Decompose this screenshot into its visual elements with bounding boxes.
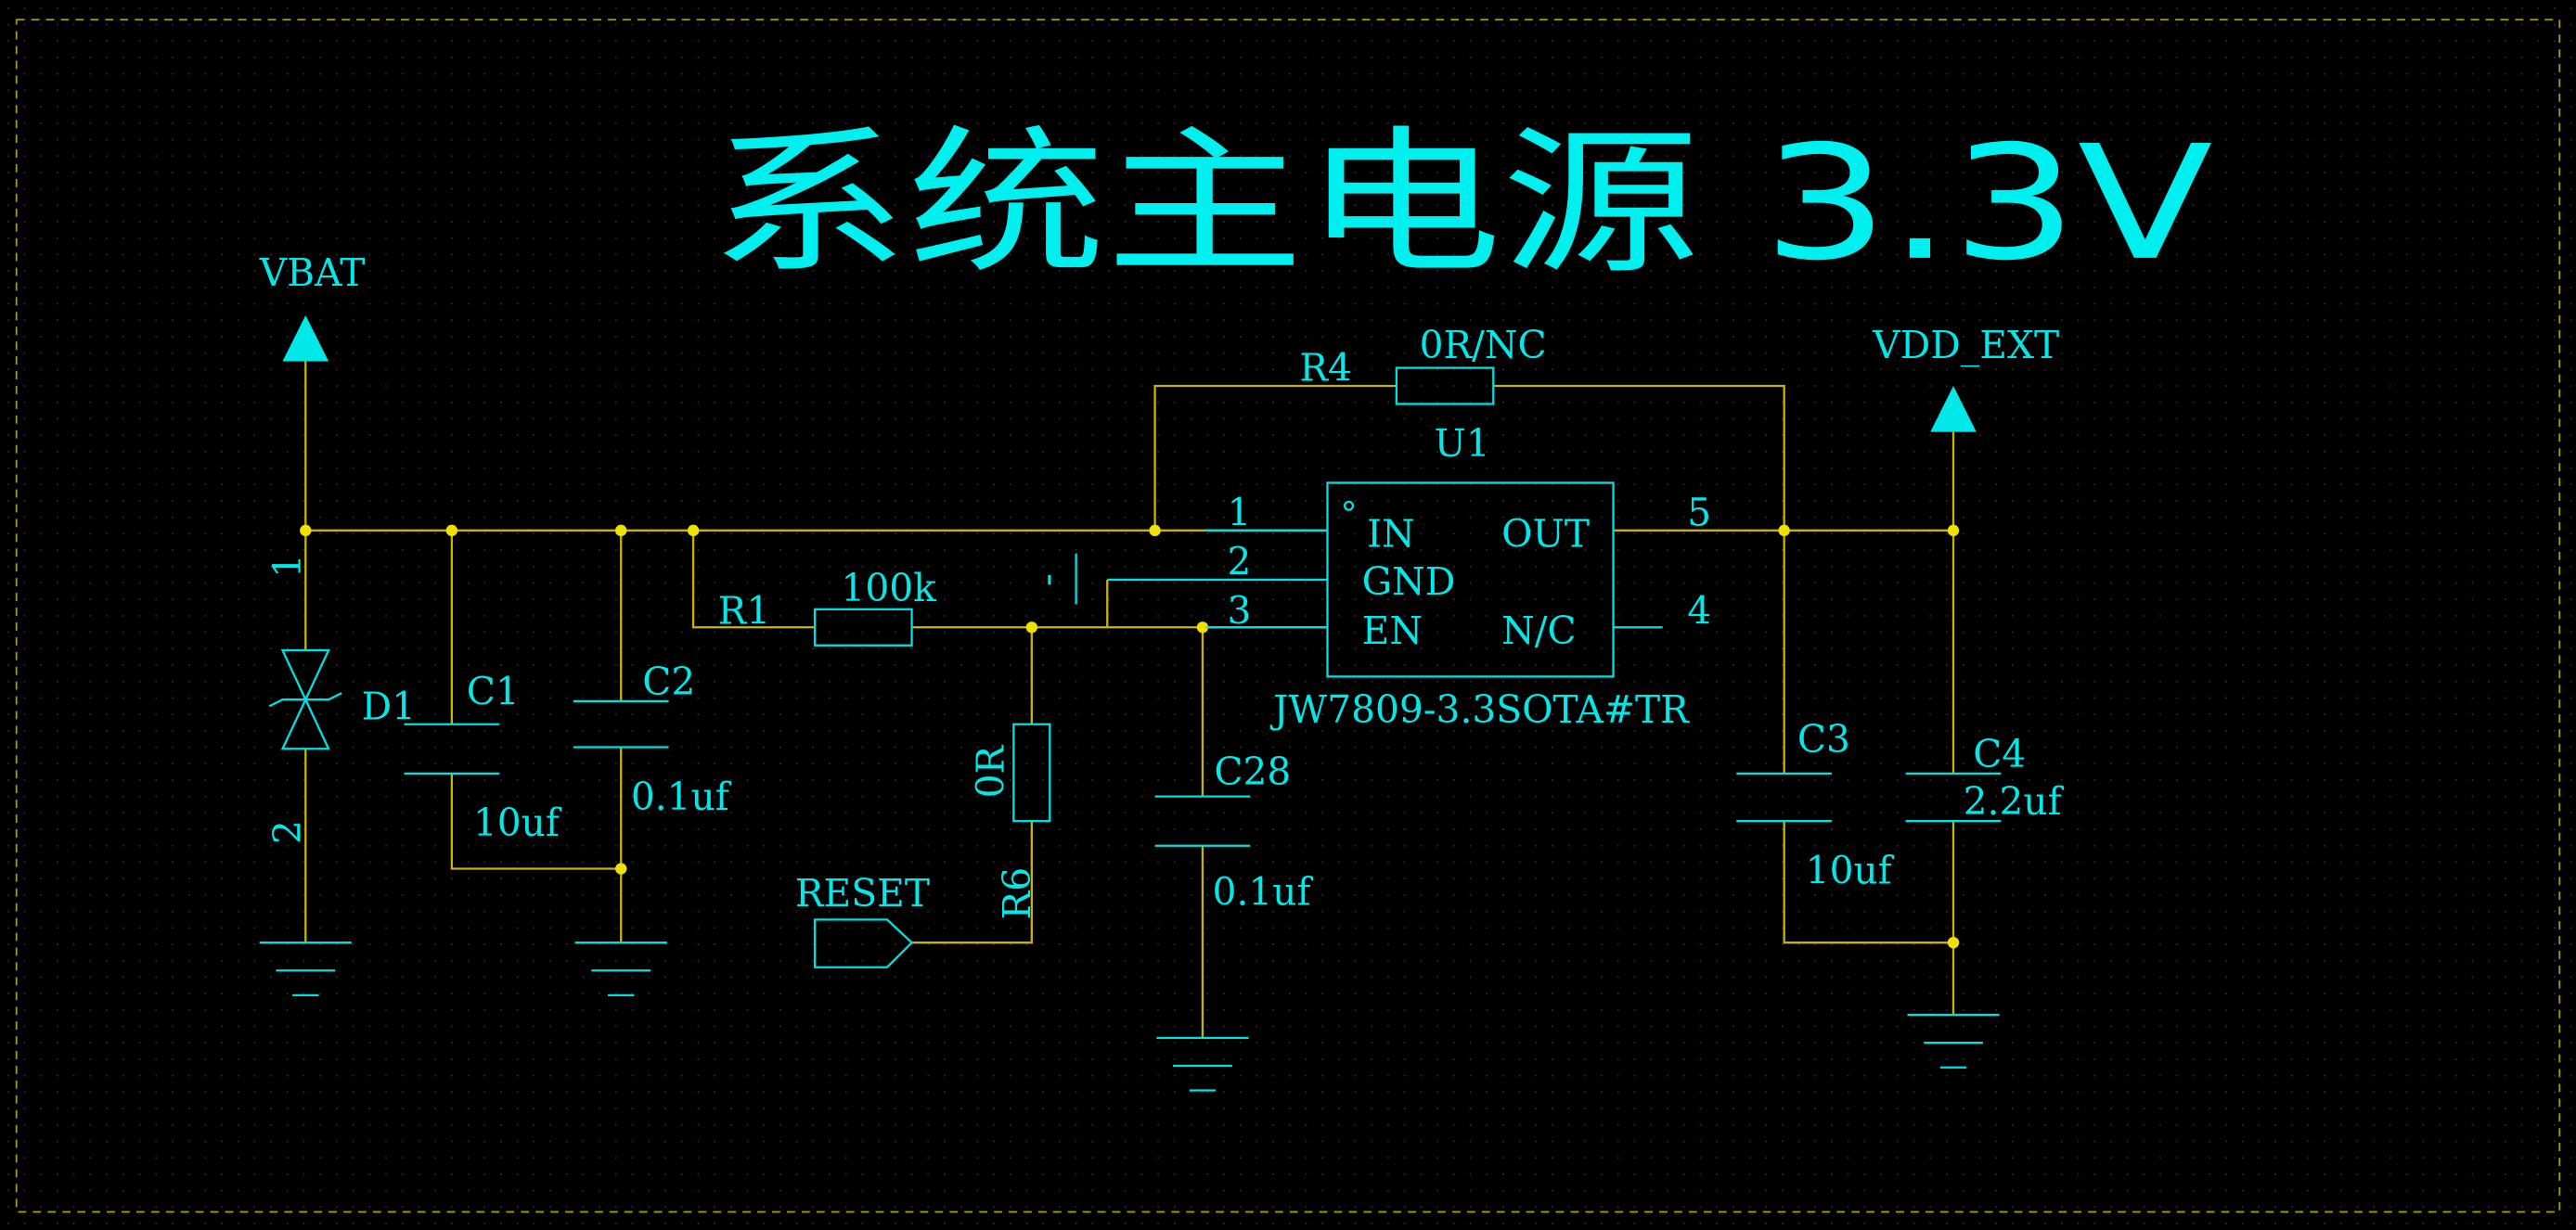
r1-left-wire [691,530,816,629]
reset-label: RESET [795,871,930,916]
stub-dash-label: - [1024,573,1069,586]
r4-value-label: 0R/NC [1420,323,1547,367]
r6-ref-label: R6 [995,867,1039,920]
c3-ref-label: C3 [1797,717,1850,762]
u1-part-number-label: JW7809-3.3SOTA#TR [1269,687,1690,732]
stub-mark: - [1024,553,1077,605]
junction-dot [1947,524,1960,537]
junction-dot [445,524,458,537]
u1-pin-gnd-label: GND [1362,559,1456,604]
junction-dot [1196,621,1209,634]
junction-dot [1149,524,1161,537]
c1-value-label: 10uf [473,801,562,845]
capacitor-icon [1905,772,2002,823]
d1-pin-2: 2 [265,820,310,844]
r1-ref-label: R1 [718,589,771,634]
u1-pin-in-label: IN [1367,512,1415,557]
c28-capacitor[interactable]: C28 0.1uf [1154,750,1314,914]
reset-net-port[interactable]: RESET [795,871,930,968]
c2-capacitor[interactable]: C2 0.1uf [573,660,732,819]
capacitor-icon [1736,772,1833,823]
c4-capacitor[interactable]: C4 2.2uf [1905,732,2065,824]
d1-tvs-diode[interactable]: D1 1 2 [265,554,416,844]
r4-ref-label: R4 [1299,346,1352,391]
ground-symbol-d1 [259,942,352,996]
port-icon [813,918,914,968]
tvs-diode-icon [268,648,342,750]
c3-bottom-wire [1783,821,1954,944]
u1-pin-number-1: 1 [1227,491,1251,535]
c3-capacitor[interactable]: C3 10uf [1736,717,1895,893]
resistor-icon [813,608,913,647]
resistor-icon [1395,366,1495,405]
c4-ref-label: C4 [1973,732,2026,776]
u1-pin-number-2: 2 [1227,540,1251,584]
r6-bottom-wire [911,821,1033,944]
junction-dot [1025,621,1038,634]
u1-pin-number-3: 3 [1227,589,1251,634]
r4-resistor[interactable]: R4 0R/NC [1299,323,1547,405]
ground-symbol-c2 [574,942,667,996]
u1-regulator-ic[interactable]: U1 IN GND EN OUT N/C 1 2 3 5 4 JW7809-3.… [1107,421,1711,732]
r4-right-wire [1493,384,1785,531]
u1-pin-number-5: 5 [1687,491,1711,535]
vbat-power-port[interactable]: VBAT [259,250,366,362]
junction-dot [300,524,312,537]
c28-ref-label: C28 [1214,750,1291,794]
d1-ref-label: D1 [361,684,416,728]
r1-value-label: 100k [841,566,936,610]
c4-value-label: 2.2uf [1964,779,2065,824]
resistor-icon [1012,723,1051,823]
junction-dot [687,524,700,537]
u1-pin-number-4: 4 [1687,589,1711,634]
junction-dot [1778,524,1790,537]
junction-dot [615,524,627,537]
ic-pin-lines [1107,529,1663,629]
sheet-title: 系统主电源 3.3V [710,112,2213,296]
capacitor-icon [404,723,500,775]
u1-pin-nc-label: N/C [1501,609,1576,653]
r6-value-label: 0R [969,744,1013,798]
junction-dot [615,863,627,875]
c2-ref-label: C2 [642,660,695,704]
capacitor-icon [573,699,669,749]
u1-ref-label: U1 [1435,421,1490,466]
vdd-ext-power-port[interactable]: VDD_EXT [1872,323,2059,432]
c1-ref-label: C1 [467,669,520,713]
c3-value-label: 10uf [1806,848,1895,892]
ground-symbol-c4 [1907,1013,2000,1069]
vdd-ext-label: VDD_EXT [1872,323,2059,367]
power-arrow-icon [282,314,329,362]
power-arrow-icon [1930,386,1977,432]
c1-capacitor[interactable]: C1 10uf [404,669,562,845]
junction-dot [1947,936,1960,949]
capacitor-icon [1154,795,1251,847]
r4-left-wire [1153,384,1397,531]
pin1-marker-icon [1343,500,1355,511]
u1-pin-en-label: EN [1362,609,1423,653]
r1-resistor[interactable]: R1 100k [718,566,936,647]
c2-value-label: 0.1uf [631,775,732,819]
r6-resistor[interactable]: 0R R6 [969,723,1051,920]
c1-bottom-wire [450,773,622,870]
sheet-frame [15,19,2561,1213]
u1-pin-out-label: OUT [1501,512,1590,557]
c28-value-label: 0.1uf [1213,869,1314,914]
d1-pin-1: 1 [265,554,310,578]
ground-symbol-c28 [1156,1036,1249,1092]
junctions [300,524,1960,949]
vbat-label: VBAT [259,250,366,295]
